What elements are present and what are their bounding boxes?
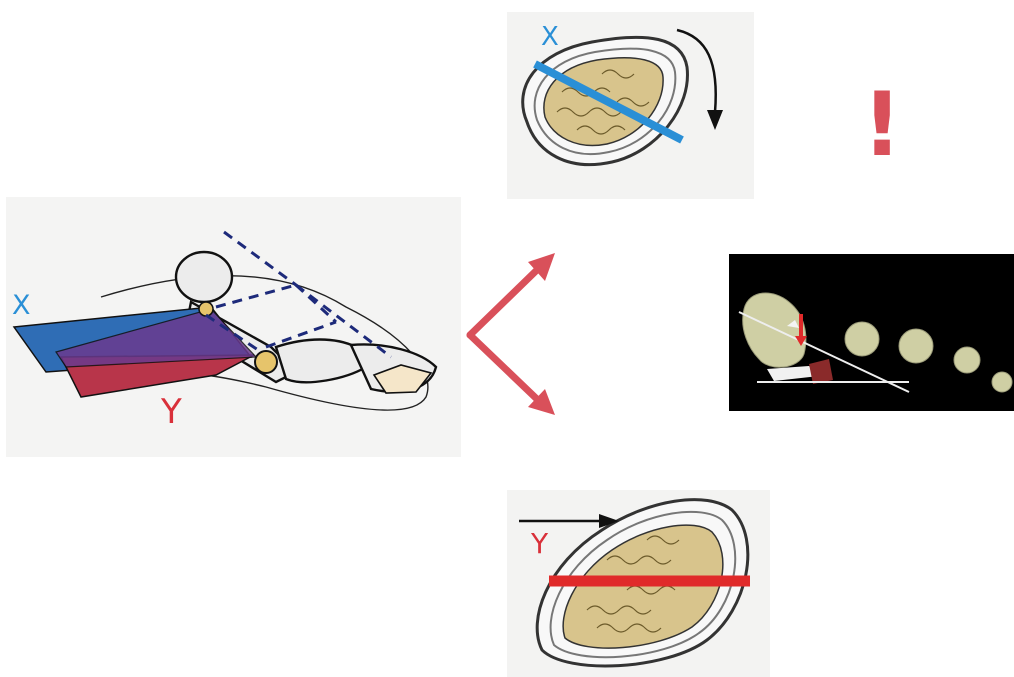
plane-y-label: Y xyxy=(161,395,182,429)
exclamation-icon: ! xyxy=(862,80,898,170)
foot-osteotomy-illustration: X Y xyxy=(6,197,461,457)
cross-section-y: Y xyxy=(507,490,770,677)
foot-bone-drawing xyxy=(6,197,461,457)
cut-x-label: X xyxy=(541,24,559,50)
translation-arrow-icon xyxy=(519,514,619,528)
radiograph-schematic xyxy=(729,254,1014,411)
cut-y-label: Y xyxy=(531,530,548,558)
radiograph-drawing xyxy=(729,254,1014,411)
cross-section-x: X xyxy=(507,12,754,199)
bone-cross-section-y xyxy=(507,490,770,677)
plane-x-label: X xyxy=(12,292,31,319)
